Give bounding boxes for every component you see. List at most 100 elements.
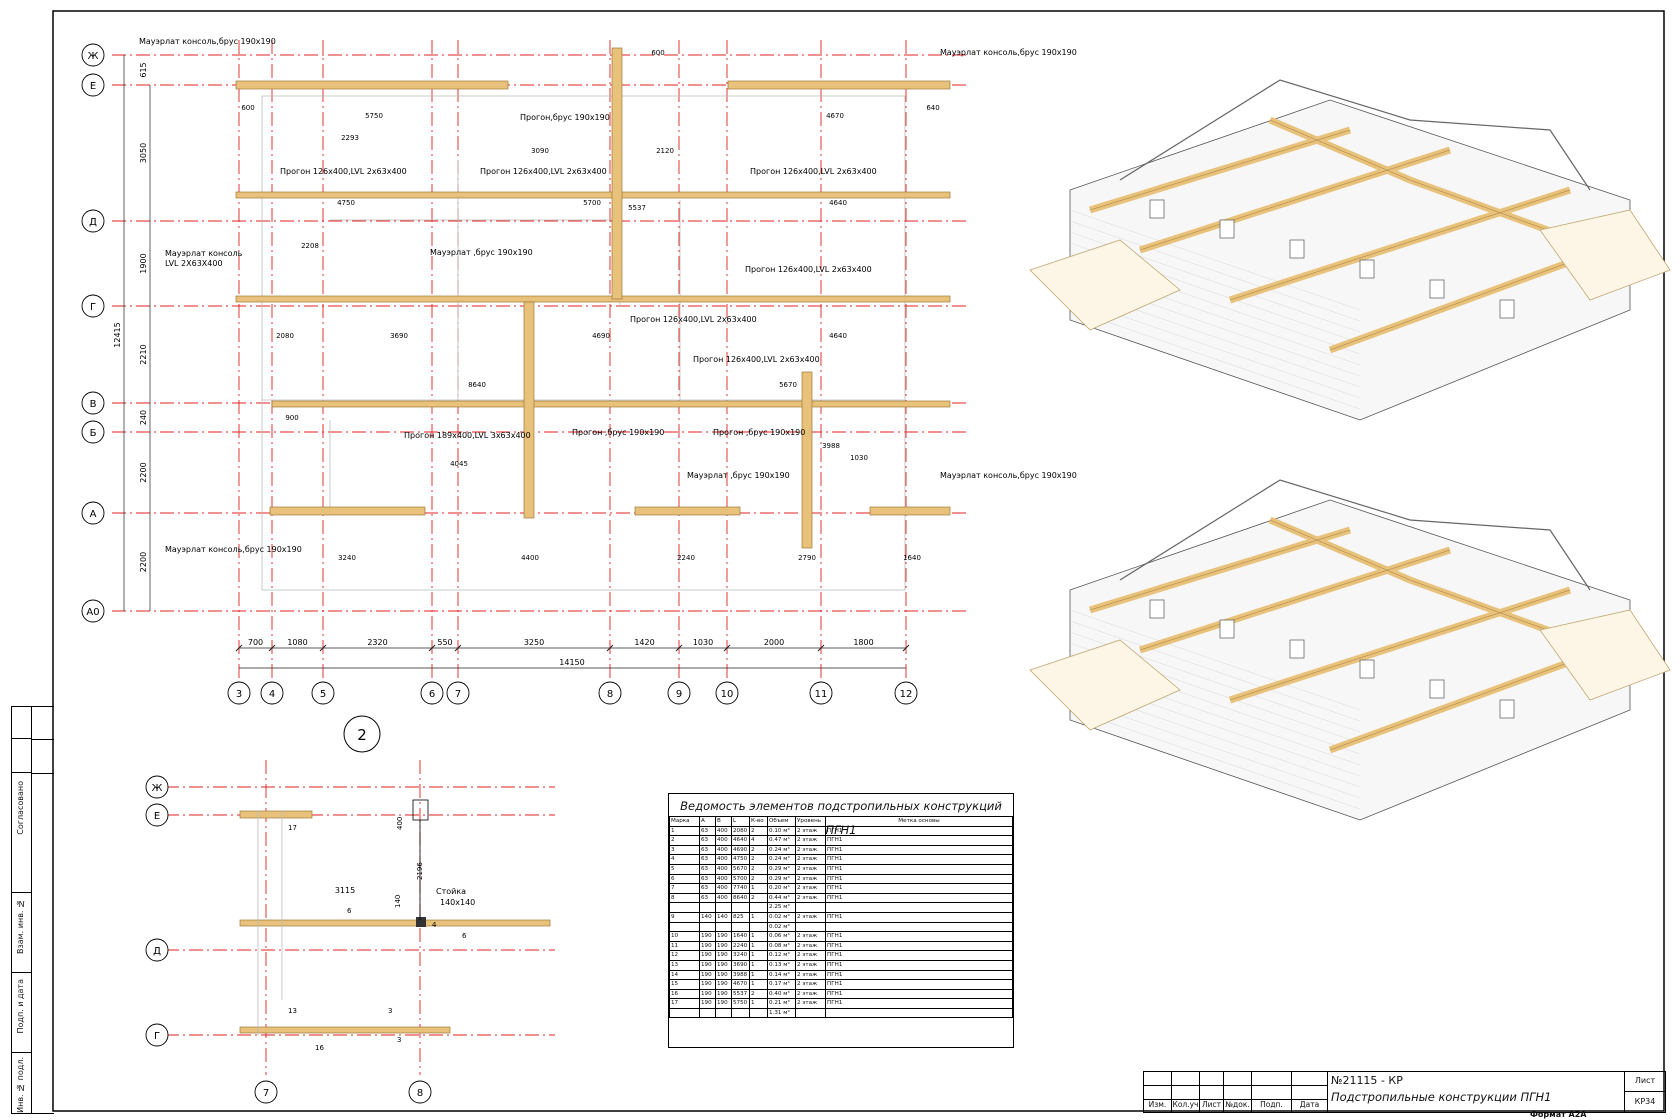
beam-dim-value: 2293 <box>341 134 359 142</box>
schedule-cell: ПГН1 <box>825 959 1013 971</box>
schedule-cell: 2 этаж <box>795 873 826 885</box>
isometric-view-top <box>1029 79 1671 421</box>
schedule-cell: 190 <box>715 988 732 1000</box>
schedule-cell: 1 <box>749 969 768 981</box>
isometric-views <box>1029 79 1671 821</box>
schedule-cell: 190 <box>699 988 716 1000</box>
detail-mark: 17 <box>288 824 297 832</box>
schedule-cell: 10 <box>669 931 700 942</box>
schedule-cell: 1 <box>749 959 768 971</box>
beam-dim-value: 8640 <box>468 381 486 389</box>
window <box>1359 659 1375 679</box>
beam <box>727 80 951 90</box>
schedule-cell: 2 <box>749 892 768 904</box>
view-number: 2 <box>357 726 367 744</box>
schedule-cell: 190 <box>715 979 732 990</box>
schedule-cell: 190 <box>699 998 716 1009</box>
dim-tick <box>454 644 462 652</box>
schedule-row: 0.02 м³ <box>669 921 1013 933</box>
schedule-cell: 4750 <box>731 854 750 865</box>
dim-tick <box>235 644 243 652</box>
schedule-cell: 190 <box>699 940 716 952</box>
schedule-cell <box>731 902 750 913</box>
window <box>1289 639 1305 659</box>
schedule-cell: 7740 <box>731 883 750 894</box>
schedule-cell: 2 этаж <box>795 959 826 971</box>
view-number-bubble <box>343 715 381 753</box>
col-dim-value: 700 <box>248 638 263 647</box>
schedule-cell: 1 <box>749 998 768 1009</box>
schedule-cell: 0.12 м³ <box>767 950 796 961</box>
beam-note: Прогон 126x400,LVL 2x63x400 <box>693 355 820 364</box>
sheet-label: Лист <box>1625 1072 1665 1092</box>
col-dim-value: 3250 <box>524 638 544 647</box>
roof-profile <box>1119 79 1591 191</box>
schedule-cell: 190 <box>699 969 716 981</box>
schedule-row: 2.25 м³ <box>669 902 1013 913</box>
schedule-header-cell: Объем <box>767 816 796 827</box>
schedule-cell: 400 <box>715 892 732 904</box>
detail-post-size: 140x140 <box>440 898 475 907</box>
detail-mark: 6 <box>347 907 352 915</box>
schedule-cell: 5750 <box>731 998 750 1009</box>
schedule-cell: ПГН1 <box>825 892 1013 904</box>
schedule-cell: 190 <box>715 950 732 961</box>
schedule-header-cell: A <box>699 816 716 827</box>
side-stamp-replace: Взам. инв. № <box>16 899 25 954</box>
detail-dim: 140 <box>394 895 402 908</box>
axis-col-label: 10 <box>721 689 734 700</box>
beam-dim-value: 640 <box>926 104 939 112</box>
axis-col-label: 12 <box>900 689 913 700</box>
sheet-format: Формат А2А <box>1530 1110 1587 1119</box>
row-dim-value: 2200 <box>139 462 148 482</box>
beam-dim-value: 3988 <box>822 442 840 450</box>
schedule-cell: 0.29 м³ <box>767 863 796 875</box>
axis-row-label: А <box>90 509 97 520</box>
axis-row-label: А0 <box>86 607 99 618</box>
beam-dim-value: 2240 <box>677 554 695 562</box>
schedule-cell: 400 <box>715 863 732 875</box>
schedule-cell: 1.31 м³ <box>767 1007 796 1019</box>
schedule-cell: 7 <box>669 883 700 894</box>
detail-axis-row-label: Е <box>154 811 160 822</box>
schedule-cell: ПГН1 <box>825 940 1013 952</box>
schedule-cell: 5670 <box>731 863 750 875</box>
detail-mark: 4 <box>432 921 437 929</box>
beam-note: Прогон 189x400,LVL 3x63x400 <box>404 431 531 440</box>
schedule-header-cell: К-во <box>749 816 768 827</box>
sheet-frame <box>52 10 1665 1112</box>
row-dim-value: 2210 <box>139 344 148 364</box>
window <box>1499 299 1515 319</box>
col-dim-value: 1420 <box>634 638 654 647</box>
canopy <box>1029 239 1181 331</box>
schedule-cell: 0.10 м³ <box>767 825 796 837</box>
beam-dim-value: 4640 <box>829 199 847 207</box>
schedule-cell: 400 <box>715 835 732 846</box>
schedule-header-cell: B <box>715 816 732 827</box>
axis-col-bubble <box>667 681 691 705</box>
schedule-row: 1.31 м³ <box>669 1007 1013 1019</box>
col-dim-value: 1030 <box>693 638 713 647</box>
detail-axis-row-label: Ж <box>152 783 163 794</box>
row-dim-value: 1900 <box>139 253 148 273</box>
schedule-cell: 11 <box>669 940 700 952</box>
axis-col-bubble <box>227 681 251 705</box>
schedule-cell: 2240 <box>731 940 750 952</box>
detail-mark: 6 <box>462 932 467 940</box>
beam-dim-value: 4400 <box>521 554 539 562</box>
window <box>1219 219 1235 239</box>
beam-dim-value: 4045 <box>450 460 468 468</box>
schedule-cell: 2 <box>749 988 768 1000</box>
schedule-cell: 2 этаж <box>795 940 826 952</box>
schedule-cell: 2 <box>749 844 768 856</box>
schedule-cell: 400 <box>715 844 732 856</box>
schedule-cell: 400 <box>715 873 732 885</box>
side-stamp-sign-date: Подп. и дата <box>16 979 25 1034</box>
beam-dim-value: 3240 <box>338 554 356 562</box>
